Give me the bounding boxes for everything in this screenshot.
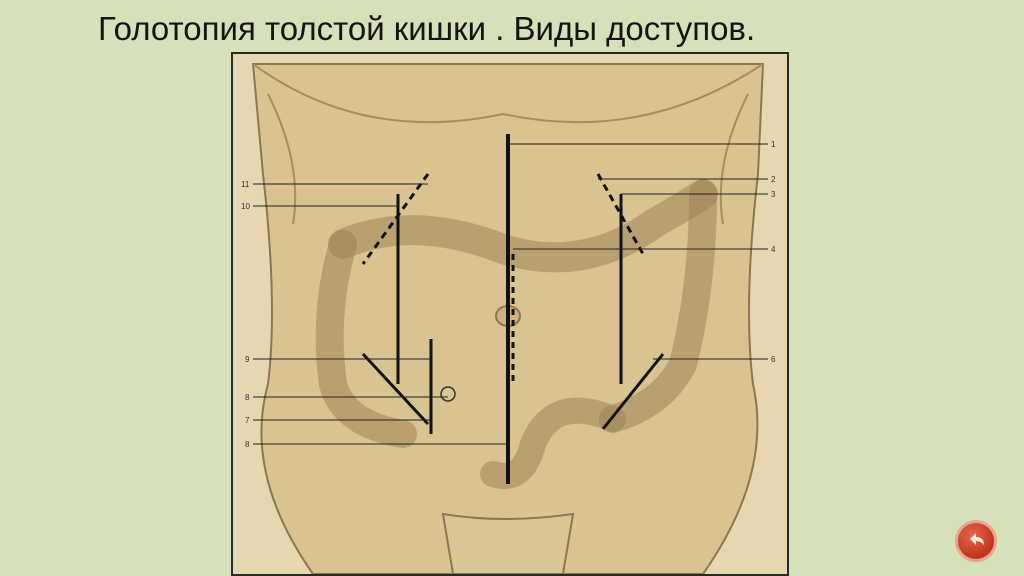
slide-title: Голотопия толстой кишки . Виды доступов. — [98, 10, 756, 47]
label-11: 11 — [241, 180, 250, 189]
ascending-colon — [315, 230, 417, 448]
label-4: 4 — [771, 245, 776, 254]
return-arrow-icon — [970, 533, 984, 545]
descending-colon — [599, 180, 717, 433]
label-9: 9 — [245, 355, 250, 364]
anatomy-figure: 1 2 3 4 6 11 10 9 8 7 8 — [231, 52, 789, 576]
label-8b: 8 — [245, 440, 250, 449]
label-1: 1 — [771, 140, 776, 149]
label-7: 7 — [245, 416, 250, 425]
label-2: 2 — [771, 175, 776, 184]
sigmoid-colon — [480, 397, 626, 489]
label-6: 6 — [771, 355, 776, 364]
label-8a: 8 — [245, 393, 250, 402]
transverse-colon — [328, 179, 718, 273]
label-10: 10 — [241, 202, 250, 211]
label-3: 3 — [771, 190, 776, 199]
return-button[interactable] — [958, 523, 994, 559]
